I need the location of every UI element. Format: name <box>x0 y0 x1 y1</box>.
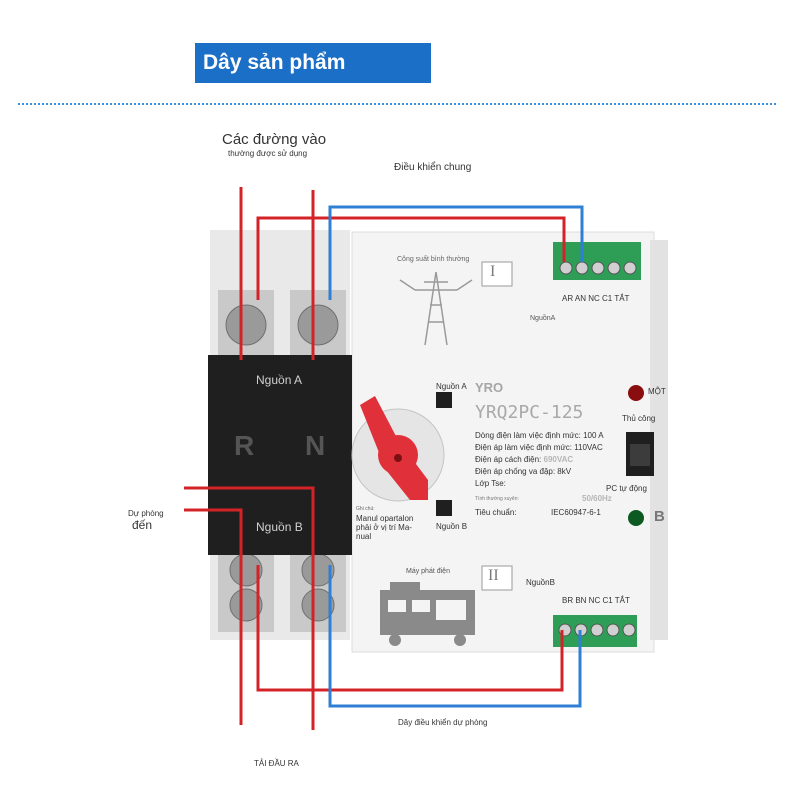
led-b-icon <box>628 510 644 526</box>
source-a-small-label: Nguồn A <box>436 382 467 391</box>
live-wires <box>184 187 566 730</box>
led-a-icon <box>628 385 644 401</box>
normal-power-label: Công suất bình thường <box>397 256 470 263</box>
brand-logo: YRO <box>475 380 504 395</box>
spec-line: Điện áp làm việc định mức: 110VAC <box>475 443 603 452</box>
one-label: MỘT <box>648 387 666 396</box>
source-b-panel-label: Nguồn B <box>256 520 303 534</box>
pole-n-label: N <box>305 430 326 461</box>
spec-line: Dòng điện làm việc định mức: 100 A <box>475 431 604 440</box>
indicator-b-box <box>436 500 452 516</box>
input-lines-sublabel: thường được sử dụng <box>228 149 308 158</box>
spec-line: Lớp Tse: <box>475 479 506 488</box>
spec-list: Dòng điện làm việc định mức: 100 A Điện … <box>475 430 625 490</box>
backup-to-label-2: đến <box>132 518 153 532</box>
screw-bottom-3 <box>229 588 263 622</box>
section-banner: Dây sản phẩm <box>195 43 431 83</box>
output-load-label: TẢI ĐẦU RA <box>254 759 299 768</box>
insulation-value: 690VAC <box>543 455 574 464</box>
manual-label: Thủ công <box>622 414 656 423</box>
roman-two: II <box>488 567 499 584</box>
note-line: nual <box>356 532 372 541</box>
spec-line: Điện áp chống va đập: 8kV <box>475 467 572 476</box>
body-side <box>650 240 668 640</box>
source-a-panel-label: Nguồn A <box>256 373 303 387</box>
power-tower-icon <box>399 271 473 346</box>
pole-r-label: R <box>234 430 255 461</box>
standard-value: IEC60947-6-1 <box>551 508 601 517</box>
screw-top-2 <box>297 304 339 346</box>
frequency-label: Tính thường xuyên: <box>475 496 519 502</box>
dotted-divider <box>18 103 776 105</box>
note-line: Manul opartalon <box>356 514 414 523</box>
roman-one-box <box>481 261 513 287</box>
screw-top-1 <box>225 304 267 346</box>
control-wires <box>328 205 584 708</box>
backup-to-label: Dự phòng <box>128 509 164 518</box>
roman-one: I <box>490 263 496 280</box>
breaker-front-panel <box>208 355 352 555</box>
input-lines-label: Các đường vào <box>222 131 327 148</box>
b-letter: B <box>654 508 665 525</box>
common-control-label: Điều khiển chung <box>394 162 472 173</box>
note-text: Manul opartalon phải ở vị trí Ma- nual <box>356 514 413 541</box>
source-b-bottom-label: NguồnB <box>526 578 555 587</box>
bottom-terminals-label: BR BN NC C1 TẮT <box>562 596 630 605</box>
source-a-top-label: NguồnA <box>530 315 556 322</box>
frequency-value: 50/60Hz <box>582 494 612 503</box>
banner-title: Dây sản phẩm <box>203 51 346 74</box>
indicator-a-box <box>436 392 452 408</box>
backup-control-wire-label: Dây điều khiển dự phòng <box>398 718 488 727</box>
spec-line: Điện áp cách điện: 690VAC <box>475 455 574 464</box>
screw-bottom-4 <box>301 588 335 622</box>
standard-label: Tiêu chuẩn: <box>475 508 517 517</box>
pc-auto-label: PC tự động <box>606 484 647 493</box>
note-line: phải ở vị trí Ma- <box>356 523 412 532</box>
roman-two-box <box>481 565 513 591</box>
note-label: Ghi chú: <box>356 506 375 512</box>
model-number: YRQ2PC-125 <box>475 402 584 423</box>
source-b-small-label: Nguồn B <box>436 522 468 531</box>
top-terminals-label: AR AN NC C1 TẮT <box>562 294 630 303</box>
generator-label: Máy phát điện <box>406 568 450 575</box>
